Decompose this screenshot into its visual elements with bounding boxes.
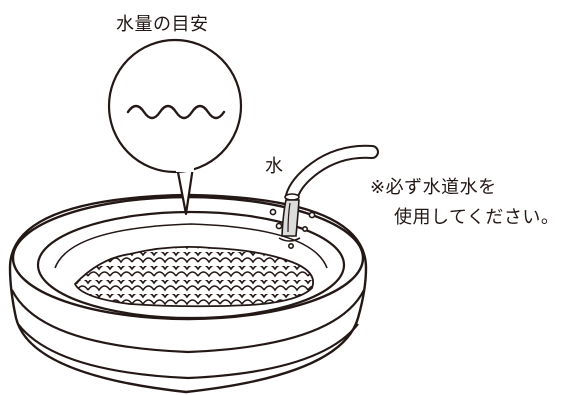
hose [284,144,379,203]
water-level-bubble [107,38,243,216]
water-label: 水 [265,156,284,177]
water-level-wave [126,104,226,120]
water-surface [73,245,314,308]
pool-rings [11,289,365,380]
inner-wall-line [54,223,328,269]
tap-water-note-line2: 使用してください。 [394,207,560,228]
tap-water-note-line1: ※必ず水道水を [370,177,497,198]
water-level-guide-label: 水量の目安 [116,14,209,35]
water-stream [269,199,316,250]
